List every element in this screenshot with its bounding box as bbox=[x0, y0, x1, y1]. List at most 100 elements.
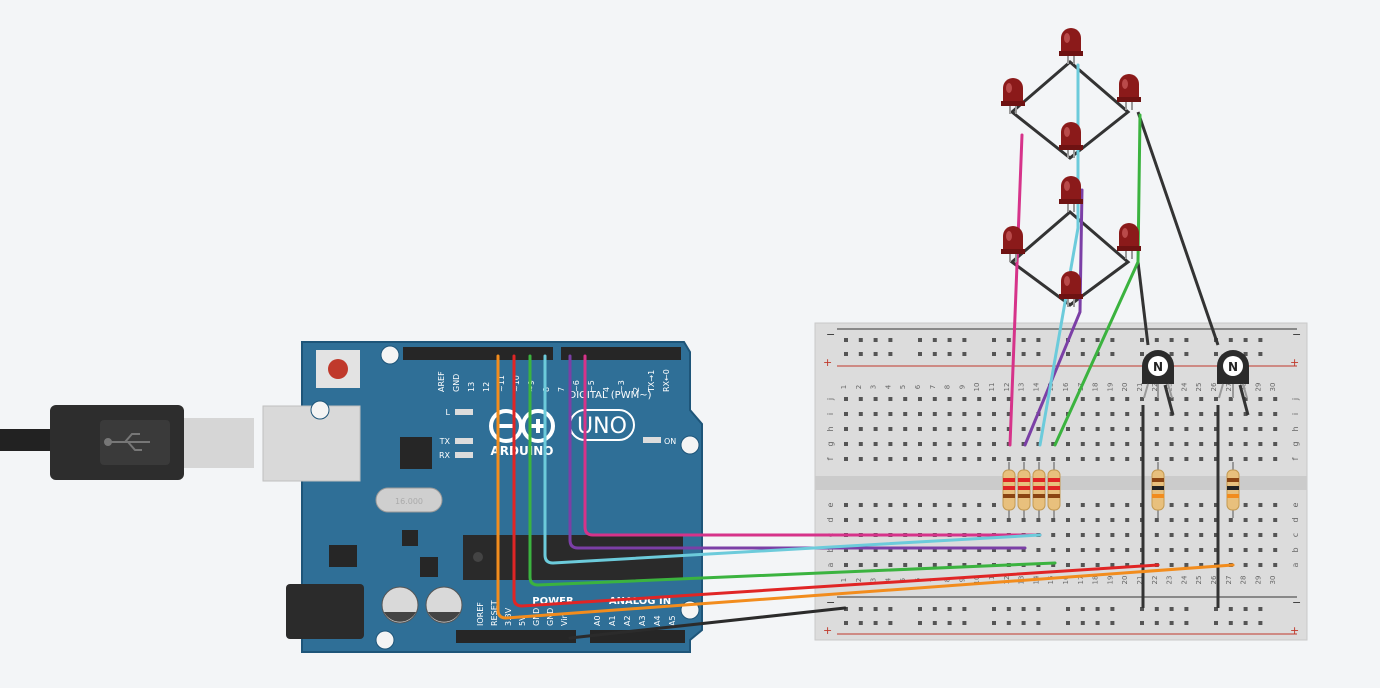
row-label: h bbox=[826, 426, 835, 431]
column-label: 20 bbox=[1121, 383, 1129, 392]
column-label: 21 bbox=[1136, 383, 1144, 392]
rail-minus-top-left: − bbox=[826, 328, 835, 341]
column-label: 16 bbox=[1062, 575, 1070, 584]
row-label: i bbox=[1291, 413, 1300, 415]
digital-label: DIGITAL (PWM~) bbox=[569, 390, 652, 401]
column-label: 30 bbox=[1269, 383, 1277, 392]
row-label: h bbox=[1291, 426, 1300, 431]
column-label: 26 bbox=[1210, 382, 1218, 391]
column-label: 18 bbox=[1092, 383, 1100, 392]
reset-button[interactable] bbox=[328, 359, 348, 379]
column-label: 25 bbox=[1195, 576, 1203, 585]
pin-label: RX←0 bbox=[662, 369, 671, 392]
row-label: a bbox=[826, 562, 835, 567]
row-label: e bbox=[1291, 502, 1300, 507]
column-label: 29 bbox=[1254, 576, 1262, 585]
pin-label: A4 bbox=[653, 615, 662, 626]
pin-label: 7 bbox=[557, 387, 566, 392]
led bbox=[1117, 223, 1141, 259]
power-header bbox=[456, 630, 576, 643]
column-label: 8 bbox=[944, 385, 952, 389]
pin-label: ~11 bbox=[497, 375, 506, 392]
column-label: 6 bbox=[914, 384, 922, 389]
column-label: 30 bbox=[1269, 576, 1277, 585]
leds bbox=[1001, 28, 1141, 307]
column-label: 1 bbox=[840, 578, 848, 582]
resistor bbox=[1151, 462, 1165, 518]
row-label: f bbox=[826, 457, 835, 460]
transistor-2: N bbox=[1217, 350, 1249, 399]
brand-label: ARDUINO bbox=[491, 444, 554, 458]
row-label: c bbox=[1291, 533, 1300, 537]
column-label: 24 bbox=[1180, 382, 1188, 391]
column-label: 7 bbox=[929, 385, 937, 389]
row-label: e bbox=[826, 502, 835, 507]
column-label: 22 bbox=[1151, 383, 1159, 392]
column-label: 3 bbox=[870, 385, 878, 389]
resistors bbox=[1002, 462, 1240, 518]
column-label: 4 bbox=[884, 384, 892, 389]
column-label: 11 bbox=[988, 383, 996, 392]
row-label: a bbox=[1291, 562, 1300, 567]
row-label: d bbox=[826, 517, 835, 522]
resistor bbox=[1047, 462, 1061, 518]
pin-label: Vin bbox=[560, 613, 569, 626]
arduino-board: 16.000 ARDUINO UNO DIGITAL (PWM~) POWER … bbox=[262, 341, 703, 653]
power-label: POWER bbox=[532, 596, 574, 607]
pin-label: 13 bbox=[467, 382, 476, 392]
row-label: f bbox=[1291, 457, 1300, 460]
usb-icon bbox=[104, 433, 150, 451]
led-label-rx: RX bbox=[439, 451, 451, 460]
rail-minus-bottom-right: − bbox=[1292, 596, 1301, 609]
column-label: 9 bbox=[958, 385, 966, 389]
digital-header-right bbox=[561, 347, 681, 360]
rail-plus-top-left: + bbox=[823, 356, 832, 369]
column-label: 1 bbox=[840, 385, 848, 389]
column-label: 22 bbox=[1151, 576, 1159, 585]
pin-label: A1 bbox=[608, 615, 617, 626]
column-label: 4 bbox=[884, 577, 892, 582]
rail-minus-top-right: − bbox=[1292, 328, 1301, 341]
pin-label: GND bbox=[546, 608, 555, 626]
column-label: 20 bbox=[1121, 576, 1129, 585]
column-label: 15 bbox=[1047, 576, 1055, 585]
column-label: 2 bbox=[855, 578, 863, 582]
led bbox=[1001, 78, 1025, 114]
resistor bbox=[1226, 462, 1240, 518]
transistor-1-label: N bbox=[1153, 360, 1163, 374]
rail-plus-bottom-right: + bbox=[1290, 624, 1299, 637]
column-label: 10 bbox=[973, 383, 981, 392]
pin-label: A5 bbox=[668, 615, 677, 626]
led-label-tx: TX bbox=[439, 437, 451, 446]
arduino-logo bbox=[489, 409, 555, 443]
row-label: b bbox=[826, 547, 835, 552]
usb-port bbox=[262, 405, 361, 482]
pin-label: A3 bbox=[638, 615, 647, 626]
pin-label: RESET bbox=[490, 600, 499, 626]
column-label: 5 bbox=[899, 385, 907, 389]
column-label: 10 bbox=[973, 576, 981, 585]
pin-label: 12 bbox=[482, 382, 491, 392]
wires bbox=[496, 63, 1235, 640]
row-label: j bbox=[826, 398, 835, 401]
pin-label: ~6 bbox=[572, 380, 581, 392]
led-cube-frame bbox=[1009, 60, 1250, 608]
led bbox=[1117, 74, 1141, 110]
wire-orange bbox=[496, 354, 1235, 620]
rail-minus-bottom-left: − bbox=[826, 596, 835, 609]
column-label: 27 bbox=[1225, 576, 1233, 585]
wire-magenta bbox=[583, 133, 1042, 537]
led bbox=[1059, 28, 1083, 64]
rail-plus-top-right: + bbox=[1290, 356, 1299, 369]
pin-label: TX→1 bbox=[647, 370, 656, 393]
wire-black bbox=[568, 606, 847, 640]
wire-green bbox=[528, 113, 1142, 587]
column-label: 19 bbox=[1106, 383, 1114, 392]
column-label: 12 bbox=[1003, 383, 1011, 392]
pin-label: ~3 bbox=[617, 380, 626, 392]
transistor-2-label: N bbox=[1228, 360, 1238, 374]
pin-label: A0 bbox=[593, 615, 602, 626]
pin-label: 5V bbox=[518, 615, 527, 626]
column-label: 28 bbox=[1240, 576, 1248, 585]
